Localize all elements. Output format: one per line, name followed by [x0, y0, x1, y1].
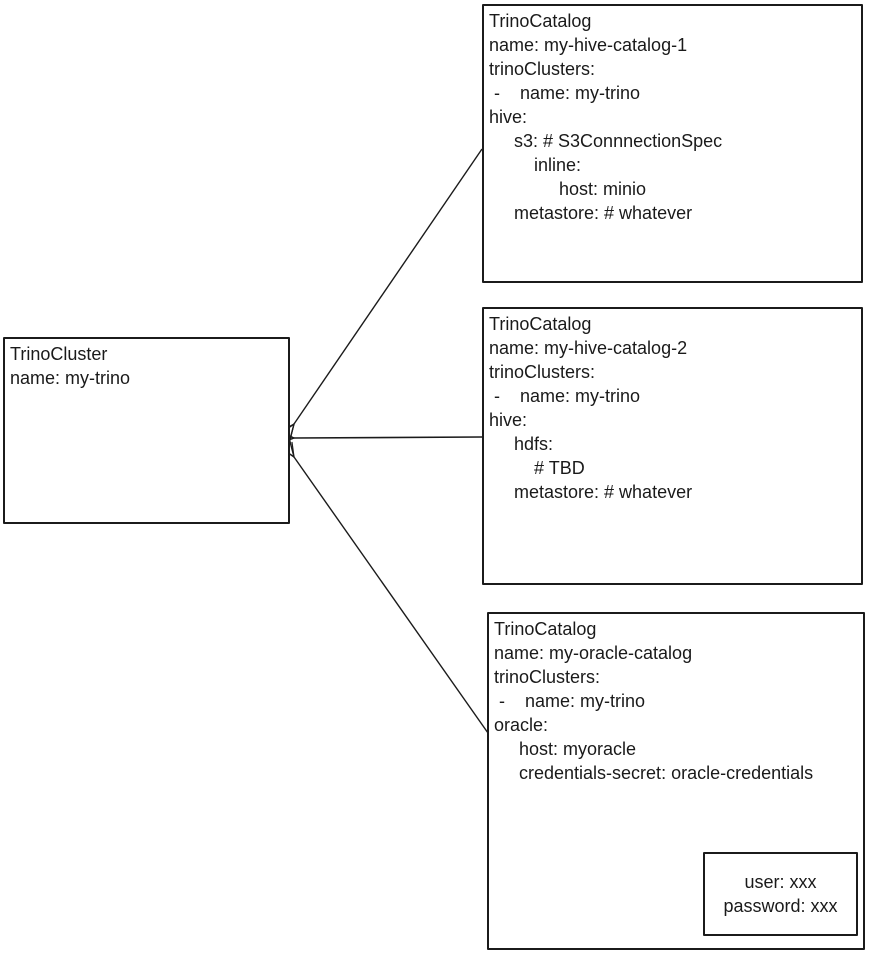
yaml-line: name: my-hive-catalog-1 — [489, 35, 688, 55]
yaml-line: credentials-secret: oracle-credentials — [494, 763, 814, 783]
trinocatalog-box-hive-1: TrinoCatalog name: my-hive-catalog-1 tri… — [482, 4, 863, 283]
yaml-line: name: my-oracle-catalog — [494, 643, 693, 663]
yaml-line: hive: — [489, 410, 528, 430]
yaml-line: user: xxx — [744, 872, 817, 892]
yaml-line: TrinoCatalog — [494, 619, 597, 639]
yaml-line: name: my-hive-catalog-2 — [489, 338, 688, 358]
yaml-line: - name: my-trino — [489, 83, 641, 103]
yaml-line: TrinoCluster — [10, 344, 108, 364]
yaml-line: TrinoCatalog — [489, 314, 592, 334]
trinocatalog-box-hive-2: TrinoCatalog name: my-hive-catalog-2 tri… — [482, 307, 863, 585]
yaml-line: TrinoCatalog — [489, 11, 592, 31]
yaml-line: trinoClusters: — [494, 667, 601, 687]
connector-catalog3-to-cluster — [294, 457, 489, 734]
yaml-line: - name: my-trino — [494, 691, 646, 711]
yaml-line: name: my-trino — [10, 368, 131, 388]
yaml-line: oracle: — [494, 715, 549, 735]
yaml-line: trinoClusters: — [489, 59, 596, 79]
yaml-line: metastore: # whatever — [489, 203, 693, 223]
connector-catalog2-to-cluster — [294, 437, 483, 438]
oracle-credentials-secret-box: user: xxx password: xxx — [703, 852, 858, 936]
yaml-line: host: minio — [489, 179, 647, 199]
yaml-line: - name: my-trino — [489, 386, 641, 406]
trinocluster-box: TrinoCluster name: my-trino — [3, 337, 290, 524]
yaml-line: hdfs: — [489, 434, 554, 454]
connector-catalog1-to-cluster — [294, 148, 483, 424]
yaml-line: s3: # S3ConnnectionSpec — [489, 131, 723, 151]
yaml-line: password: xxx — [723, 896, 838, 916]
trinocatalog-box-oracle: TrinoCatalog name: my-oracle-catalog tri… — [487, 612, 865, 950]
yaml-line: inline: — [489, 155, 582, 175]
yaml-line: # TBD — [489, 458, 585, 478]
yaml-line: hive: — [489, 107, 528, 127]
yaml-line: host: myoracle — [494, 739, 637, 759]
yaml-line: trinoClusters: — [489, 362, 596, 382]
yaml-line: metastore: # whatever — [489, 482, 693, 502]
